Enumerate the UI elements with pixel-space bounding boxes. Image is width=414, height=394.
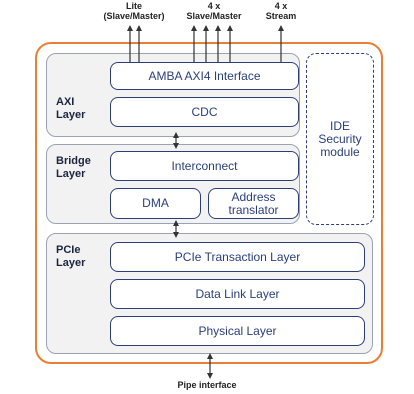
cdc-block: CDC <box>110 97 299 127</box>
interconnect-block: Interconnect <box>110 151 299 181</box>
bridge-layer-title: Bridge Layer <box>56 155 91 180</box>
dma-block: DMA <box>110 188 201 219</box>
ide-security-module: IDE Security module <box>306 53 374 225</box>
amba-axi4-interface-block: AMBA AXI4 Interface <box>110 62 299 90</box>
physical-layer-block: Physical Layer <box>110 316 365 346</box>
pcie-transaction-layer-block: PCIe Transaction Layer <box>110 242 365 272</box>
lite-interface-label: Lite (Slave/Master) <box>103 1 165 21</box>
axi4-interface-label: 4 x Slave/Master <box>186 1 242 21</box>
pipe-interface-label: Pipe interface <box>177 380 237 390</box>
axi-layer-title: AXI Layer <box>56 96 86 121</box>
stream-interface-label: 4 x Stream <box>265 1 297 21</box>
pcie-layer-title: PCIe Layer <box>56 244 86 269</box>
data-link-layer-block: Data Link Layer <box>110 279 365 309</box>
address-translator-block: Address translator <box>208 188 299 219</box>
